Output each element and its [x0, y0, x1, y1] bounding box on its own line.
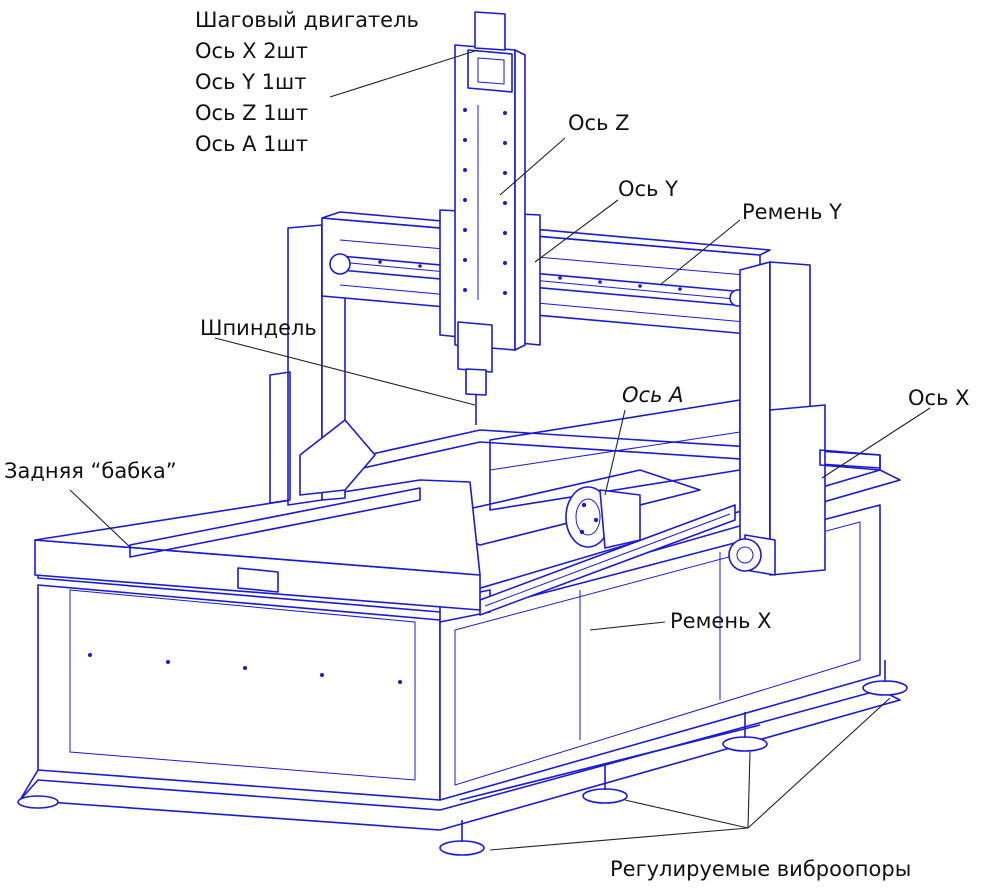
gantry-beam [321, 211, 771, 336]
leader-feet-1 [489, 827, 749, 851]
tailstock-beam [34, 479, 481, 611]
leader-motor [329, 49, 479, 98]
leader-feet-4 [747, 697, 891, 829]
label-spindle: Шпиндель [200, 316, 317, 340]
rotary-a-axis [565, 486, 641, 549]
label-feet: Регулируемые виброопоры [610, 857, 911, 881]
label-axis-y: Ось Y [618, 177, 678, 201]
leader-axis-z [499, 137, 566, 196]
label-axis-a: Ось A [622, 383, 684, 407]
left-portal-column [269, 224, 376, 506]
label-belt-y: Ремень Y [742, 200, 842, 224]
leader-feet-3 [747, 751, 751, 829]
label-axis-z: Ось Z [568, 111, 630, 135]
leader-belt-x [589, 621, 666, 631]
label-belt-x: Ремень X [670, 609, 772, 633]
leader-belt-y [659, 219, 741, 286]
z-axis-assembly [439, 11, 541, 425]
label-motor-x: Ось X 2шт [195, 39, 308, 63]
label-motor-title: Шаговый двигатель [195, 8, 419, 32]
leader-axis-a [604, 409, 626, 496]
right-portal-column [728, 261, 881, 576]
leader-feet-2 [624, 799, 749, 829]
label-tailstock: Задняя “бабка” [4, 459, 177, 483]
label-axis-x: Ось X [908, 386, 970, 410]
labels: Шаговый двигатель Ось X 2шт Ось Y 1шт Ос… [4, 8, 970, 881]
leader-lines [69, 49, 931, 851]
leader-spindle [214, 337, 476, 406]
leader-tailstock [69, 489, 131, 548]
adjustable-feet [17, 660, 908, 856]
label-motor-y: Ось Y 1шт [195, 70, 306, 94]
leader-axis-x [821, 407, 931, 479]
label-motor-a: Ось A 1шт [195, 132, 308, 156]
label-motor-z: Ось Z 1шт [195, 101, 308, 125]
leader-axis-y [534, 199, 619, 263]
